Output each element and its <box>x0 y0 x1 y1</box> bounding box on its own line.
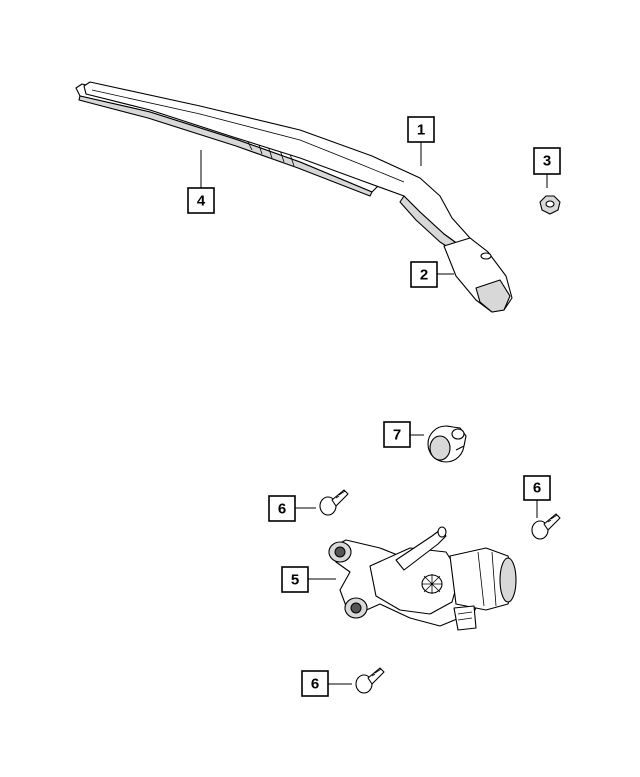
callout-6-right: 6 <box>523 475 551 501</box>
callout-7-label: 7 <box>393 427 401 444</box>
callout-6-bottom: 6 <box>301 670 329 697</box>
callout-1: 1 <box>407 116 435 143</box>
callout-6a-label: 6 <box>278 501 286 518</box>
callout-6b-label: 6 <box>533 480 541 497</box>
bolt-upper-left-illustration <box>319 489 349 516</box>
bolt-right-illustration <box>531 513 561 540</box>
nut-illustration <box>539 195 561 215</box>
callout-4-label: 4 <box>197 193 206 210</box>
grommet-illustration <box>427 425 467 463</box>
callout-6-upper-left: 6 <box>268 495 296 522</box>
bolt-bottom-illustration <box>355 667 385 694</box>
callout-5: 5 <box>281 566 309 593</box>
callout-3-label: 3 <box>543 153 551 170</box>
callout-7: 7 <box>383 421 411 448</box>
callout-6c-label: 6 <box>311 676 319 693</box>
wiper-arm-illustration <box>83 81 489 263</box>
callout-5-label: 5 <box>291 572 299 589</box>
callout-4: 4 <box>187 187 215 214</box>
callout-2: 2 <box>410 261 438 288</box>
arm-cap-illustration <box>443 237 513 313</box>
wiper-motor-illustration <box>328 526 517 631</box>
callout-3: 3 <box>533 147 561 175</box>
callout-1-label: 1 <box>417 122 425 139</box>
callout-2-label: 2 <box>420 267 428 284</box>
